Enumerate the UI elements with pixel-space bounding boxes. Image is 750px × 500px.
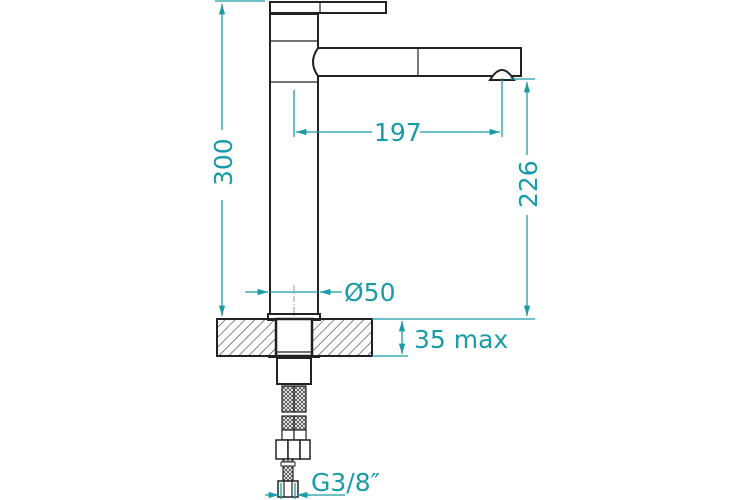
supply-hoses: [275, 357, 312, 498]
countertop-thickness-label: 35 max: [414, 325, 508, 354]
spout: [312, 47, 522, 77]
spout-reach-label: 197: [374, 118, 422, 147]
aerator: [488, 68, 516, 81]
dimension-total-height: 300: [209, 0, 265, 316]
faucet-body: [267, 1, 522, 358]
connection-thread-label: G3/8″: [311, 468, 380, 497]
dimension-connection-thread: G3/8″: [265, 468, 380, 499]
lever-handle: [269, 1, 387, 14]
dimension-spout-height: 226: [372, 78, 543, 320]
spout-height-label: 226: [514, 160, 543, 208]
dimension-spout-reach: 197: [293, 78, 503, 147]
total-height-label: 300: [209, 138, 238, 186]
faucet-column: [269, 13, 319, 321]
dimension-countertop-thickness: 35 max: [372, 321, 508, 357]
dimension-body-diameter: Ø50: [245, 278, 396, 307]
connector-nut: [277, 480, 299, 498]
body-diameter-label: Ø50: [344, 278, 396, 307]
countertop-section: [216, 317, 373, 358]
